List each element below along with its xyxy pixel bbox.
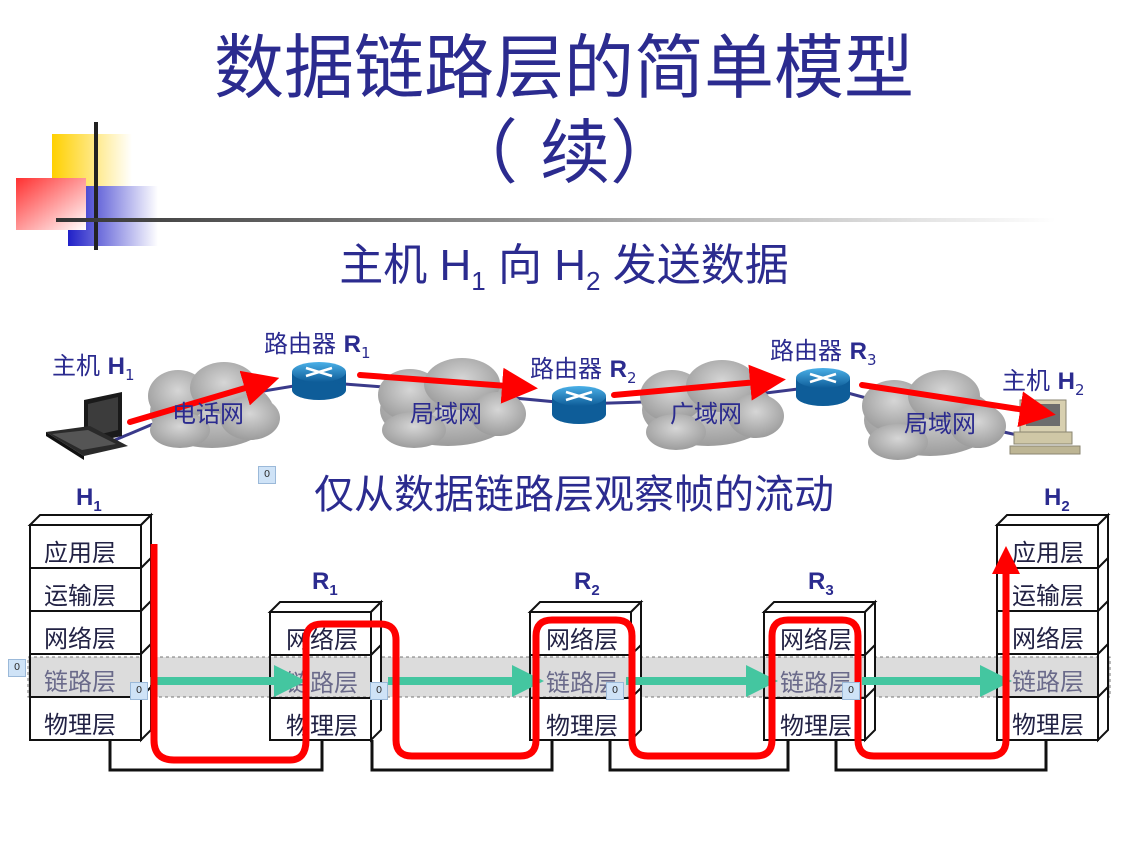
- host-h1-sub: 1: [124, 365, 135, 384]
- stack-r3-name: R: [808, 568, 826, 595]
- phys-link-2: [370, 740, 554, 772]
- path-r3-h2: [859, 382, 1056, 428]
- stack-r2-sub: 2: [591, 581, 600, 599]
- h1-layer-link: 链路层: [44, 668, 116, 696]
- router-r2-sub: 2: [626, 368, 637, 387]
- stack-h2-box: [994, 512, 1111, 743]
- stack-r1-name: R: [312, 568, 330, 595]
- router-r1-prefix: 路由器: [264, 330, 344, 358]
- router-r1-icon: [292, 362, 346, 400]
- h2-layer-application: 应用层: [1012, 539, 1084, 567]
- placeholder-tag: 0: [258, 466, 276, 484]
- stack-h1-title: H1: [76, 484, 102, 515]
- router-r3-label: 路由器 R3: [770, 337, 877, 374]
- router-r3-sub: 3: [866, 350, 877, 369]
- router-r2-prefix: 路由器: [530, 355, 610, 383]
- subtitle-part2: 向 H: [485, 241, 586, 290]
- placeholder-tag: 0: [606, 682, 624, 700]
- r3-layer-link: 链路层: [780, 669, 852, 697]
- placeholder-tag: 0: [370, 682, 388, 700]
- stack-r3-box: [761, 599, 878, 743]
- cloud-lan-1: [378, 358, 526, 448]
- stack-r1-box: [267, 599, 384, 743]
- stack-r1-sub: 1: [329, 581, 338, 599]
- h1-layer-physical: 物理层: [44, 711, 116, 739]
- h1-layer-transport: 运输层: [44, 582, 116, 610]
- placeholder-tag: 0: [8, 659, 26, 677]
- stack-h1-sub: 1: [93, 497, 102, 515]
- cloud-label-lan-2: 局域网: [904, 410, 976, 438]
- page-title-continued: （ 续）: [447, 112, 681, 194]
- page-title: 数据链路层的简单模型: [214, 27, 914, 109]
- r1-layer-network: 网络层: [286, 626, 358, 654]
- path-r2-r3: [611, 364, 786, 401]
- stack-h2-title: H2: [1044, 484, 1070, 515]
- r3-layer-network: 网络层: [780, 626, 852, 654]
- stack-h2-sub: 2: [1061, 497, 1070, 515]
- cloud-label-lan-1: 局域网: [410, 400, 482, 428]
- r2-layer-physical: 物理层: [546, 712, 618, 740]
- host-h1-name: H: [107, 353, 125, 380]
- router-r1-sub: 1: [360, 343, 371, 362]
- cloud-label-wan: 广域网: [670, 400, 742, 428]
- packet-path-red: [150, 544, 1020, 764]
- stack-r2-name: R: [574, 568, 592, 595]
- cloud-label-phone: 电话网: [172, 400, 244, 428]
- phys-link-1: [108, 740, 324, 772]
- h2-layer-link: 链路层: [1012, 668, 1084, 696]
- h2-layer-transport: 运输层: [1012, 582, 1084, 610]
- phys-link-4: [834, 740, 1048, 772]
- observe-caption: 仅从数据链路层观察帧的流动: [314, 472, 834, 518]
- path-r1-r2: [357, 367, 538, 404]
- host-h2-name: H: [1057, 368, 1075, 395]
- subtitle-sub2: 2: [586, 265, 601, 296]
- subtitle-part3: 发送数据: [600, 241, 789, 290]
- router-r2-name: R: [609, 356, 627, 383]
- host-h2-prefix: 主机: [1002, 367, 1058, 395]
- subtitle-part1: 主机 H: [339, 241, 472, 290]
- path-h1-r1: [127, 370, 280, 425]
- slide-decoration: [16, 122, 1056, 250]
- router-r1-name: R: [343, 331, 361, 358]
- host-h1-prefix: 主机: [52, 352, 108, 380]
- host-h2-sub: 2: [1074, 380, 1085, 399]
- placeholder-tag: 0: [842, 682, 860, 700]
- r3-layer-physical: 物理层: [780, 712, 852, 740]
- phys-link-3: [608, 740, 790, 772]
- data-path-arrows: [127, 364, 1056, 428]
- h2-layer-network: 网络层: [1012, 625, 1084, 653]
- h1-layer-application: 应用层: [44, 539, 116, 567]
- host-h2-label: 主机 H2: [1002, 367, 1085, 404]
- router-r3-name: R: [849, 338, 867, 365]
- stack-r2-title: R2: [574, 568, 600, 599]
- network-topology: [46, 358, 1081, 460]
- router-r2-icon: [552, 386, 606, 424]
- router-r1-label: 路由器 R1: [264, 330, 371, 367]
- stack-r3-sub: 3: [825, 581, 834, 599]
- subtitle: 主机 H1 向 H2 发送数据: [0, 238, 1128, 309]
- laptop-icon: [46, 392, 128, 460]
- r2-layer-network: 网络层: [546, 626, 618, 654]
- placeholder-tag: 0: [130, 682, 148, 700]
- subtitle-sub1: 1: [471, 265, 486, 296]
- h2-layer-physical: 物理层: [1012, 711, 1084, 739]
- deco-vertical-line: [94, 122, 98, 250]
- stack-r1-title: R1: [312, 568, 338, 599]
- host-h1-label: 主机 H1: [52, 352, 135, 389]
- router-r3-icon: [796, 368, 850, 406]
- h1-layer-network: 网络层: [44, 625, 116, 653]
- r1-layer-physical: 物理层: [286, 712, 358, 740]
- stack-r3-title: R3: [808, 568, 834, 599]
- stack-h2-name: H: [1044, 484, 1062, 511]
- deco-horizontal-line: [56, 218, 1056, 222]
- router-r3-prefix: 路由器: [770, 337, 850, 365]
- stack-h1-name: H: [76, 484, 94, 511]
- router-r2-label: 路由器 R2: [530, 355, 637, 392]
